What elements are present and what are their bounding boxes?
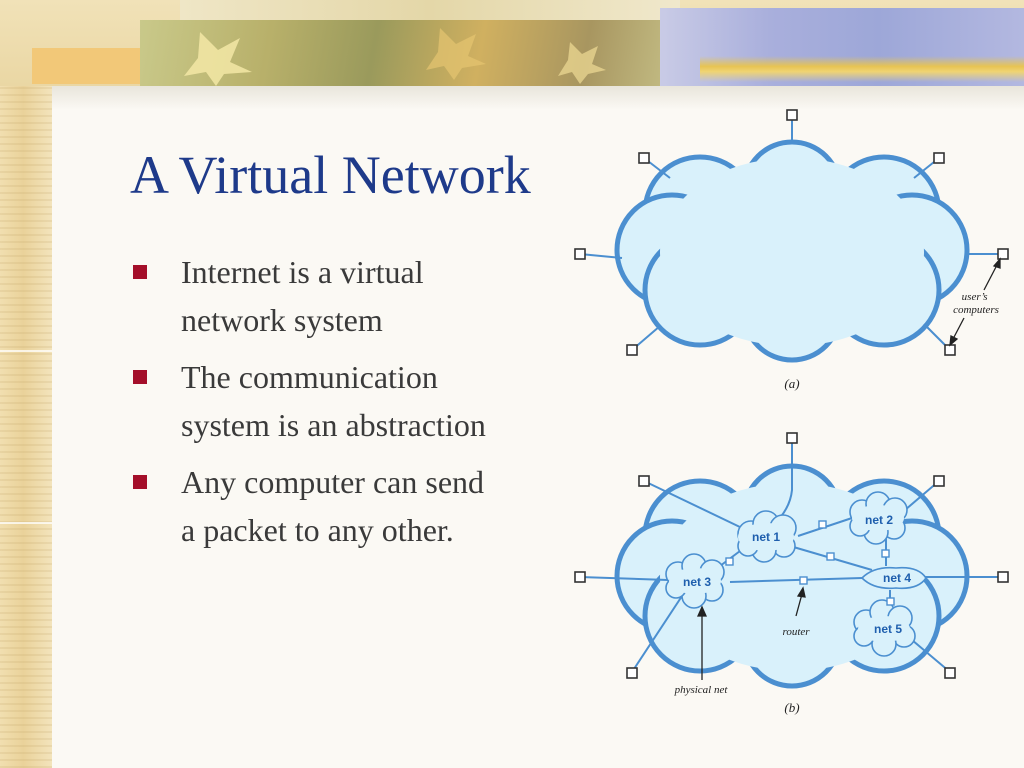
computer-icon: [638, 152, 650, 164]
computer-icon: [638, 475, 650, 487]
net-4-cloud: [860, 566, 927, 590]
net-3-cloud: [665, 553, 725, 609]
computer-icon: [997, 248, 1009, 260]
square-bullet-icon: [133, 265, 147, 279]
figure-a-caption: (a): [784, 376, 799, 391]
bullet-text: Internet is a virtual network system: [181, 254, 424, 338]
figure-b-caption: (b): [784, 700, 799, 715]
router-icon: [725, 557, 734, 566]
cloud-a: [614, 139, 970, 363]
bullet-list: Internet is a virtual network system The…: [130, 248, 490, 563]
computer-icon: [574, 571, 586, 583]
banner-leaf-panel: [140, 20, 660, 86]
computer-icon: [626, 667, 638, 679]
bullet-item: Any computer can send a packet to any ot…: [130, 458, 490, 554]
network-diagram: user’s computers (a): [574, 109, 1009, 715]
computer-icon: [944, 667, 956, 679]
router-icon: [799, 576, 808, 585]
sidebar-seam: [0, 350, 52, 352]
computer-nodes-a: [574, 109, 1009, 356]
users-computers-label: user’s computers: [953, 291, 999, 316]
bullet-text: Any computer can send a packet to any ot…: [181, 464, 485, 548]
physical-net-label: physical net: [674, 684, 729, 696]
computer-icon: [997, 571, 1009, 583]
computer-nodes-b: [574, 432, 1009, 679]
banner-panel: [32, 48, 142, 84]
net-5-cloud: [853, 599, 916, 657]
computer-icon: [933, 152, 945, 164]
annotation-arrows-b: [696, 586, 806, 680]
net-2-label: net 2: [865, 513, 893, 527]
figure-a-virtual-network: user’s computers (a): [574, 109, 1009, 391]
router-icon: [881, 549, 890, 558]
parchment-sidebar: [0, 0, 52, 768]
annotation-arrows-a: [949, 257, 1001, 347]
router-icon: [818, 520, 827, 529]
computer-icon: [626, 344, 638, 356]
routers: [725, 520, 895, 606]
net-5-label: net 5: [874, 622, 902, 636]
leaf-decoration: [184, 28, 606, 86]
router-icon: [826, 552, 835, 561]
banner-shadow: [52, 86, 1024, 110]
net-1-label: net 1: [752, 530, 780, 544]
router-label: router: [782, 626, 810, 638]
square-bullet-icon: [133, 370, 147, 384]
net-1-cloud: [737, 510, 797, 563]
bullet-item: Internet is a virtual network system: [130, 248, 490, 344]
bullet-item: The communication system is an abstracti…: [130, 353, 490, 449]
router-icon: [886, 597, 895, 606]
slide-title: A Virtual Network: [130, 145, 531, 205]
square-bullet-icon: [133, 475, 147, 489]
physical-network-clouds: [665, 491, 927, 657]
net-4-label: net 4: [883, 571, 911, 585]
network-labels: net 1 net 2 net 3 net 4 net 5: [683, 513, 911, 636]
banner-panel: [180, 0, 680, 22]
bullet-text: The communication system is an abstracti…: [181, 359, 486, 443]
net-2-cloud: [849, 491, 908, 545]
computer-icon: [933, 475, 945, 487]
computer-icon: [574, 248, 586, 260]
net-3-label: net 3: [683, 575, 711, 589]
banner-gold-strip: [700, 56, 1024, 82]
computer-icon: [786, 109, 798, 121]
figure-b-physical-networks: net 1 net 2 net 3 net 4 net 5 router phy…: [574, 432, 1009, 715]
computer-icon: [786, 432, 798, 444]
sidebar-seam: [0, 522, 52, 524]
decorative-banner: [0, 0, 1024, 86]
computer-icon: [944, 344, 956, 356]
